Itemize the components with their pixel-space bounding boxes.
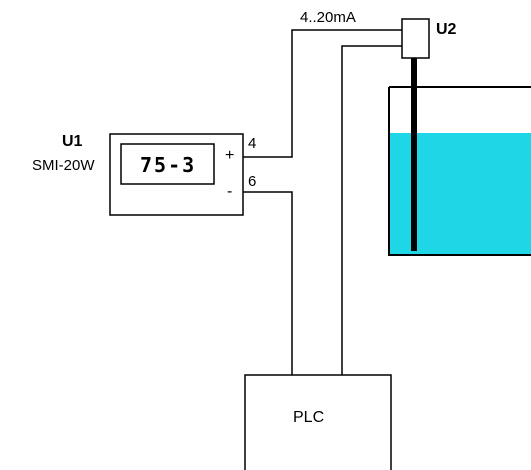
plc-box <box>244 374 392 470</box>
u1-terminal-plus: + <box>225 147 235 164</box>
u2-ref-label: U2 <box>436 21 457 38</box>
u1-ref-label: U1 <box>62 133 83 150</box>
plc-label: PLC <box>293 409 325 426</box>
signal-label: 4..20mA <box>300 9 356 26</box>
wire-6-to-plc <box>243 191 293 375</box>
u1-terminal-minus: - <box>227 183 233 200</box>
level-probe-rod <box>411 58 417 251</box>
u2-sensor-head <box>401 18 430 59</box>
u1-terminal-6: 6 <box>248 173 257 190</box>
tank-liquid <box>389 133 531 254</box>
wire-u2-to-plc <box>341 45 402 375</box>
u1-display-value: 75-3 <box>140 153 197 177</box>
wire-signal-4-to-u2 <box>243 29 402 158</box>
u1-model-label: SMI-20W <box>32 157 95 174</box>
u1-display-window <box>120 143 215 185</box>
u1-terminal-4: 4 <box>248 135 257 152</box>
